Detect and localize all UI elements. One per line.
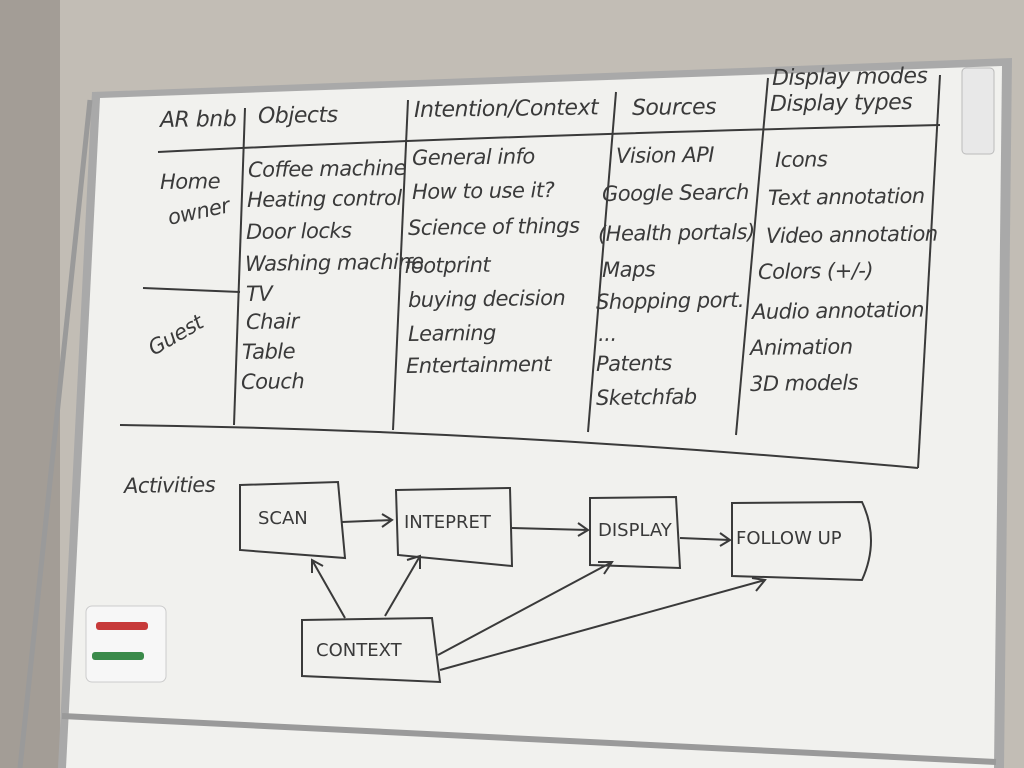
header-sources: Sources [631,94,717,121]
stand-leg [17,99,93,768]
source-item: Sketchfab [595,384,697,410]
object-item: Coffee machine [247,155,407,182]
header-objects: Objects [257,102,338,129]
role-home: Home [159,169,221,194]
pen-ledge [61,713,997,765]
header-intention: Intention/Context [413,95,599,123]
step-scan: SCAN [258,508,308,529]
step-display: DISPLAY [598,520,672,541]
display-item: Colors (+/-) [757,258,874,284]
intention-item: How to use it? [411,178,555,204]
intention-item: General info [411,144,535,170]
marker-tray [85,605,167,683]
eraser-holder [961,67,995,155]
table-grid [119,74,941,469]
display-item: Animation [749,334,853,360]
header-ar-bnb: AR bnb [159,106,237,133]
object-item: Door locks [245,218,352,244]
source-item: Patents [595,350,672,376]
intention-item: footprint [403,252,491,278]
activity-diagram [239,480,872,684]
step-interpret: INTEPRET [404,512,491,533]
intention-item: Science of things [407,213,580,240]
wall-shadow [0,0,60,768]
display-item: Audio annotation [751,297,925,324]
source-item: Google Search [601,179,749,206]
header-display-types: Display types [769,90,913,117]
source-item: Maps [601,257,656,282]
intention-item: Entertainment [405,351,552,378]
source-item: Shopping port. [595,287,745,314]
source-item: (Health portals) [597,219,755,246]
whiteboard-surface [66,66,1002,768]
header-display-modes: Display modes [771,63,928,91]
display-item: Icons [774,147,828,172]
step-follow-up: FOLLOW UP [736,528,842,549]
activities-label: Activities [123,472,216,498]
object-item: Table [241,339,296,364]
object-item: Chair [245,309,299,334]
intention-item: Learning [407,320,497,346]
display-item: 3D models [749,370,859,396]
context-box: CONTEXT [316,640,402,661]
source-item: Vision API [615,142,715,168]
object-item: Washing machine [244,249,424,276]
object-item: TV [245,281,273,306]
object-item: Couch [240,369,305,394]
source-item: ... [597,321,617,346]
display-item: Text annotation [767,183,925,210]
intention-item: buying decision [407,285,566,312]
display-item: Video annotation [765,221,938,248]
object-item: Heating control [246,185,402,212]
